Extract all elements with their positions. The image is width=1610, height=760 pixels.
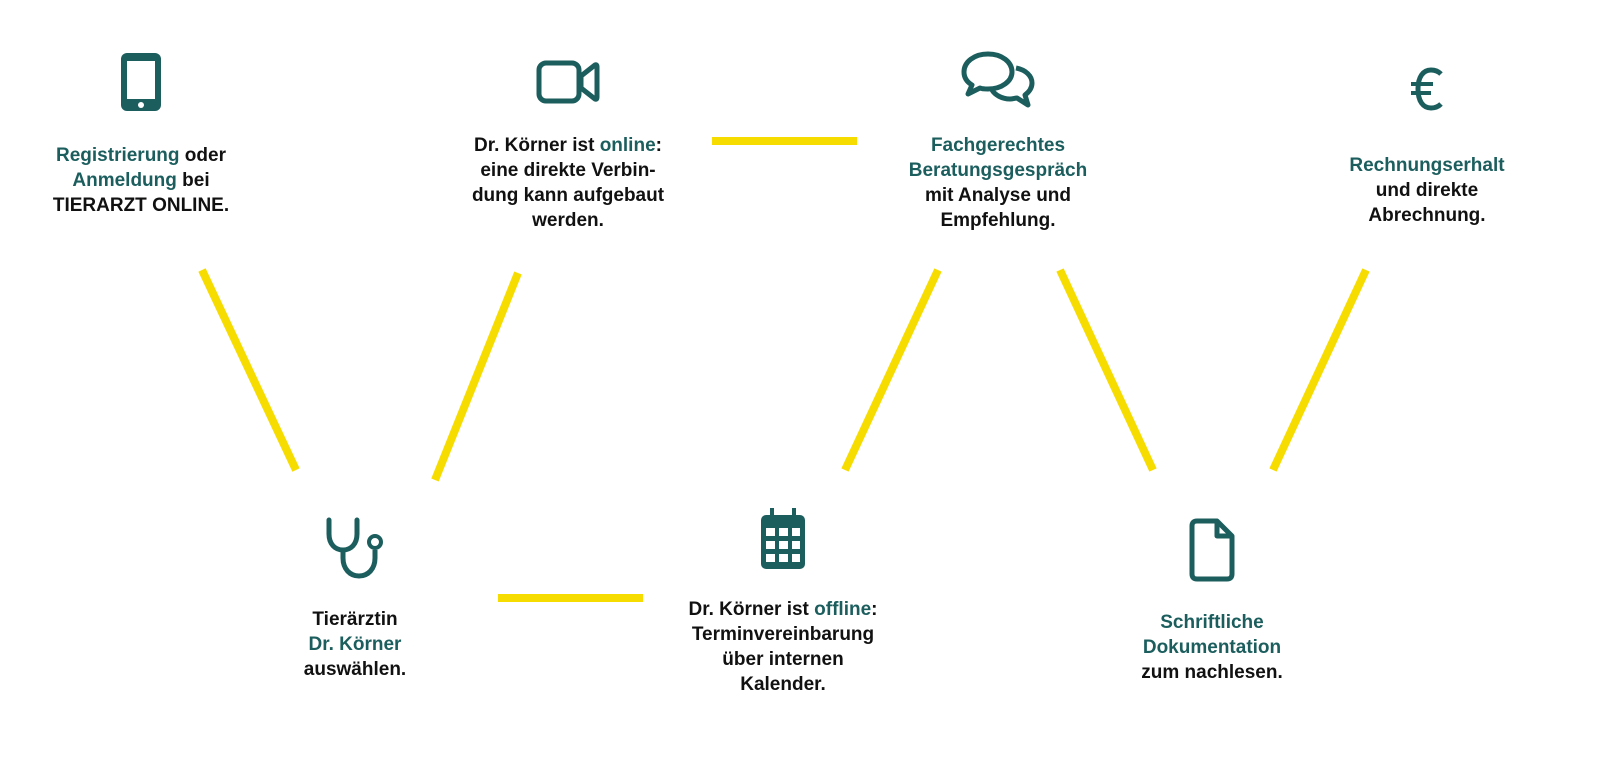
text-segment: : — [655, 135, 662, 156]
text-segment: Kalender. — [740, 674, 826, 695]
step-text-line: auswählen. — [225, 657, 485, 682]
euro-icon — [1411, 67, 1443, 111]
document-icon — [1189, 518, 1235, 582]
step-text-line: eine direkte Verbin- — [438, 158, 698, 183]
text-segment: Terminvereinbarung — [691, 624, 875, 645]
step-text-line: Abrechnung. — [1297, 203, 1557, 228]
highlighted-text: Anmeldung — [72, 170, 177, 191]
text-segment: Dr. Körner ist — [474, 135, 600, 156]
text-segment: werden. — [532, 210, 604, 231]
step-text-line: über internen — [653, 647, 913, 672]
step-text-line: Registrierung oder — [11, 143, 271, 168]
text-segment: TIERARZT ONLINE. — [52, 195, 230, 216]
highlighted-text: Fachgerechtes — [930, 135, 1066, 156]
step-text-line: zum nachlesen. — [1082, 660, 1342, 685]
text-segment: : — [871, 599, 878, 620]
connector-line — [431, 271, 522, 482]
step-text-line: Kalender. — [653, 672, 913, 697]
text-segment: mit Analyse und — [924, 185, 1072, 206]
highlighted-text: Dr. Körner — [308, 634, 402, 655]
step-text-line: Dr. Körner — [225, 632, 485, 657]
connector-line — [841, 268, 942, 472]
text-segment: eine direkte Verbin- — [480, 160, 656, 181]
text-segment: auswählen. — [303, 659, 407, 680]
text-segment: Tierärztin — [312, 609, 398, 630]
step-text-line: mit Analyse und — [868, 183, 1128, 208]
step-text-line: Schriftliche — [1082, 610, 1342, 635]
step-text-line: Dokumentation — [1082, 635, 1342, 660]
step-text-line: Beratungsgespräch — [868, 158, 1128, 183]
smartphone-icon — [121, 53, 161, 111]
highlighted-text: Dokumentation — [1142, 637, 1282, 658]
step-text-line: Dr. Körner ist online: — [438, 133, 698, 158]
highlighted-text: online — [599, 135, 656, 156]
stethoscope-icon — [326, 517, 383, 579]
step-text-line: Dr. Körner ist offline: — [653, 597, 913, 622]
text-segment: dung kann aufgebaut — [471, 185, 665, 206]
highlighted-text: Rechnungserhalt — [1349, 155, 1505, 176]
step-text-line: dung kann aufgebaut — [438, 183, 698, 208]
highlighted-text: Schriftliche — [1160, 612, 1264, 633]
highlighted-text: Beratungsgespräch — [908, 160, 1088, 181]
text-segment: bei — [176, 170, 210, 191]
step-text-line: Empfehlung. — [868, 208, 1128, 233]
video-camera-icon — [536, 60, 600, 104]
step-text-line: Terminvereinbarung — [653, 622, 913, 647]
chat-bubbles-icon — [961, 51, 1035, 108]
text-segment: über internen — [722, 649, 844, 670]
step-text-line: werden. — [438, 208, 698, 233]
calendar-icon — [761, 508, 805, 569]
text-segment: oder — [179, 145, 226, 166]
step-text-line: TIERARZT ONLINE. — [11, 193, 271, 218]
highlighted-text: offline — [814, 599, 872, 620]
step-text: Dr. Körner ist online:eine direkte Verbi… — [438, 133, 698, 233]
text-segment: Abrechnung. — [1368, 205, 1486, 226]
step-text: Dr. Körner ist offline:Terminvereinbarun… — [653, 597, 913, 697]
step-text-line: Anmeldung bei — [11, 168, 271, 193]
text-segment: und direkte — [1375, 180, 1479, 201]
text-segment: zum nachlesen. — [1141, 662, 1283, 683]
text-segment: Dr. Körner ist — [688, 599, 815, 620]
step-text-line: Rechnungserhalt — [1297, 153, 1557, 178]
connector-line — [1269, 268, 1370, 472]
step-text-line: Fachgerechtes — [868, 133, 1128, 158]
highlighted-text: Registrierung — [56, 145, 180, 166]
step-text-line: Tierärztin — [225, 607, 485, 632]
text-segment: Empfehlung. — [940, 210, 1056, 231]
connector-line — [198, 268, 300, 472]
step-text-line: und direkte — [1297, 178, 1557, 203]
connector-line — [1056, 268, 1157, 472]
